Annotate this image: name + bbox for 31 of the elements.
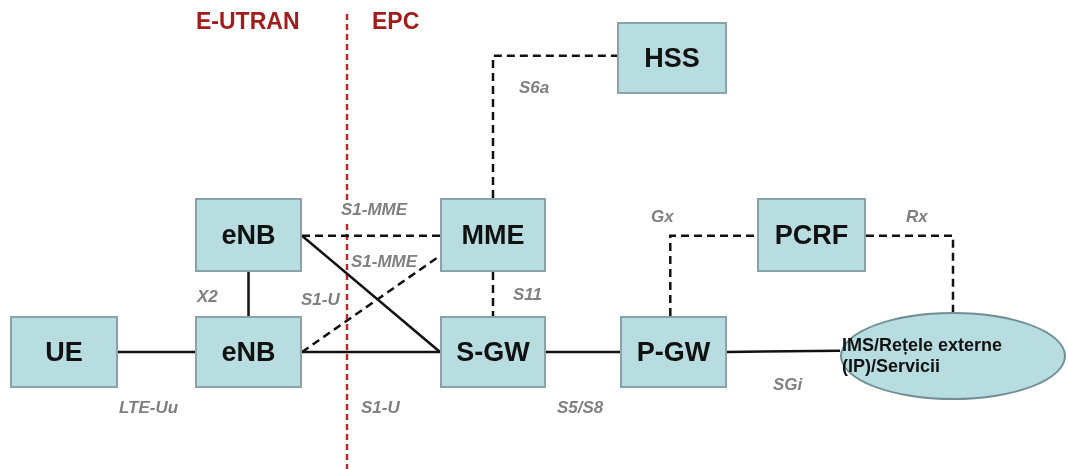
node-label: PCRF [774, 219, 849, 251]
dashed-connector [669, 234, 757, 316]
dashed-connector [491, 54, 617, 198]
network-element-box [195, 198, 302, 272]
connector-line [301, 234, 441, 353]
domain-label: EPC [372, 8, 420, 35]
dashed-connector [491, 272, 495, 316]
connector-line [118, 350, 195, 354]
node-label: eNB [221, 336, 276, 368]
node-label: IMS/Rețele externe (IP)/Servicii [842, 335, 1004, 377]
node-label: MME [461, 219, 525, 251]
network-element-box [440, 198, 546, 272]
dashed-connector [866, 234, 955, 312]
connector-line [727, 349, 840, 354]
node-label: P-GW [636, 336, 711, 368]
connector-line [302, 350, 440, 354]
dashed-connector [302, 234, 440, 237]
node-label: HSS [644, 42, 700, 74]
network-element-box [440, 316, 546, 388]
network-element-box [620, 316, 727, 388]
node-label: eNB [221, 219, 276, 251]
domain-label: E-UTRAN [196, 8, 300, 35]
network-element-box [10, 316, 118, 388]
connector-line [546, 350, 620, 354]
node-label: UE [45, 336, 83, 368]
network-element-box [757, 198, 866, 272]
network-element-box [617, 22, 727, 94]
connector-line [247, 272, 250, 316]
node-label: S-GW [456, 336, 530, 368]
network-element-box [195, 316, 302, 388]
edge-label: S1-MME [340, 200, 409, 220]
